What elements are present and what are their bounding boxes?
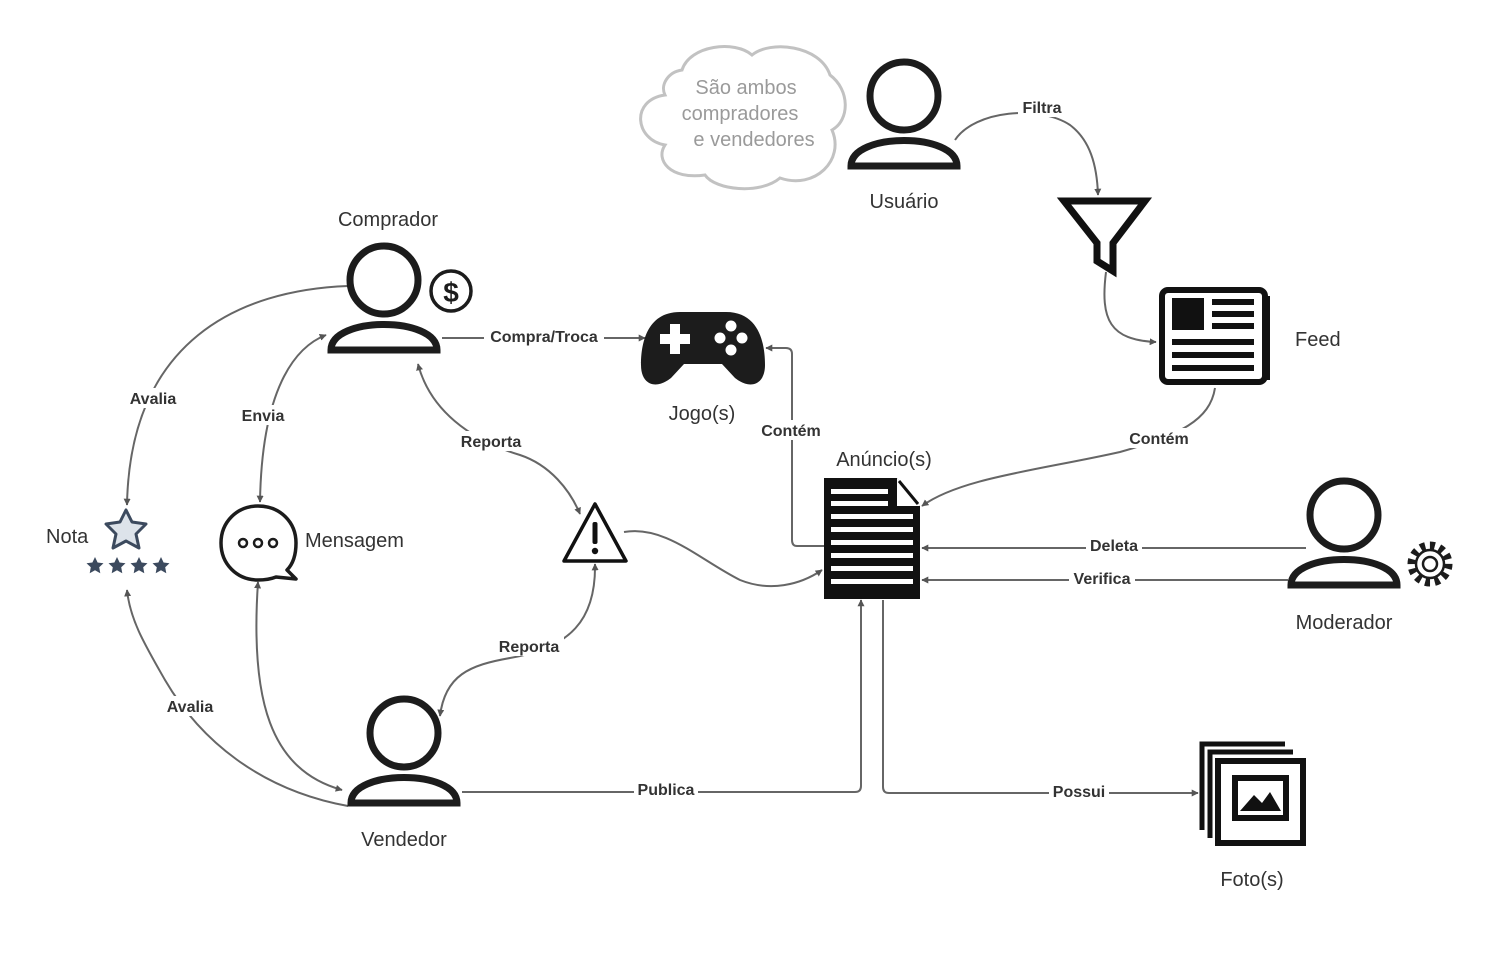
comprador-label: Comprador — [338, 209, 438, 231]
document-icon — [824, 478, 920, 599]
gear-icon — [1407, 541, 1453, 587]
newspaper-icon — [1159, 287, 1270, 385]
anuncios-node: Anúncio(s) — [824, 449, 932, 599]
usuario-node: Usuário — [847, 58, 961, 213]
filter-node — [1056, 197, 1153, 278]
star-icon — [130, 557, 148, 574]
star-icon — [108, 557, 126, 574]
edge-label-possui: Possui — [1053, 784, 1105, 801]
warning-node — [562, 502, 628, 563]
star-icon — [86, 557, 104, 574]
fotos-label: Foto(s) — [1220, 869, 1283, 891]
svg-text:$: $ — [443, 277, 459, 308]
mensagem-label: Mensagem — [305, 530, 404, 552]
anuncios-label: Anúncio(s) — [836, 449, 932, 471]
vendedor-node: Vendedor — [347, 695, 461, 851]
usuario-label: Usuário — [870, 191, 939, 213]
person-icon — [1287, 477, 1401, 589]
photos-icon — [1199, 741, 1306, 846]
filter-icon — [1056, 197, 1153, 278]
edge-contem-jogo — [765, 344, 826, 547]
vendedor-label: Vendedor — [361, 829, 447, 851]
cloud-shape — [639, 45, 847, 191]
edge-label-filtra: Filtra — [1022, 100, 1061, 117]
note-line-3: e vendedores — [693, 129, 814, 151]
moderador-node: Moderador — [1287, 477, 1453, 634]
edge-envia — [256, 333, 327, 503]
feed-label: Feed — [1295, 329, 1341, 351]
note-cloud: São ambos compradores e vendedores — [639, 45, 847, 191]
edge-vendedor-mensagem — [254, 581, 343, 792]
star-icon — [104, 508, 148, 550]
edge-filtra — [954, 112, 1102, 196]
edges — [123, 112, 1306, 807]
nota-label: Nota — [46, 526, 89, 548]
edge-publica — [462, 599, 865, 793]
edge-label-deleta: Deleta — [1090, 538, 1138, 555]
note-line-2: compradores — [682, 103, 799, 125]
comprador-node: Comprador $ — [327, 209, 473, 354]
note-line-1: São ambos — [695, 77, 796, 99]
jogos-label: Jogo(s) — [669, 403, 736, 425]
person-icon — [347, 695, 461, 807]
edge-label-contem-jogo: Contém — [761, 423, 821, 440]
mensagem-node: Mensagem — [219, 504, 404, 582]
edge-labels: Filtra Compra/Troca Contém Contém Avalia… — [126, 97, 1192, 801]
nota-node: Nota — [46, 508, 170, 574]
edge-avalia-vendedor — [124, 589, 349, 807]
edge-label-compra-troca: Compra/Troca — [490, 329, 598, 346]
edge-filter-feed — [1103, 271, 1157, 346]
feed-node: Feed — [1159, 287, 1341, 385]
edge-label-verifica: Verifica — [1074, 571, 1131, 588]
star-icon — [152, 557, 170, 574]
edge-warning-anuncio — [623, 530, 823, 587]
edge-label-publica: Publica — [638, 782, 695, 799]
fotos-node: Foto(s) — [1199, 741, 1306, 891]
jogos-node: Jogo(s) — [641, 312, 765, 425]
edge-contem-feed — [921, 387, 1216, 507]
edge-label-envia: Envia — [242, 408, 285, 425]
edge-label-reporta-vendedor: Reporta — [499, 639, 560, 656]
chat-bubble-icon — [219, 504, 298, 582]
edge-label-avalia-comprador: Avalia — [130, 391, 177, 408]
edge-label-reporta-comprador: Reporta — [461, 434, 522, 451]
dollar-icon: $ — [429, 269, 473, 313]
edge-avalia-comprador — [123, 285, 349, 506]
edge-label-avalia-vendedor: Avalia — [167, 699, 214, 716]
edge-possui — [882, 600, 1199, 797]
person-icon — [847, 58, 961, 170]
person-icon — [327, 242, 441, 354]
edge-label-contem-feed: Contém — [1129, 431, 1189, 448]
warning-icon — [562, 502, 628, 563]
gamepad-icon — [641, 312, 765, 385]
rating-stars — [86, 557, 170, 574]
edge-reporta-vendedor — [437, 563, 599, 717]
moderador-label: Moderador — [1296, 612, 1393, 634]
edge-reporta-comprador — [416, 363, 581, 515]
